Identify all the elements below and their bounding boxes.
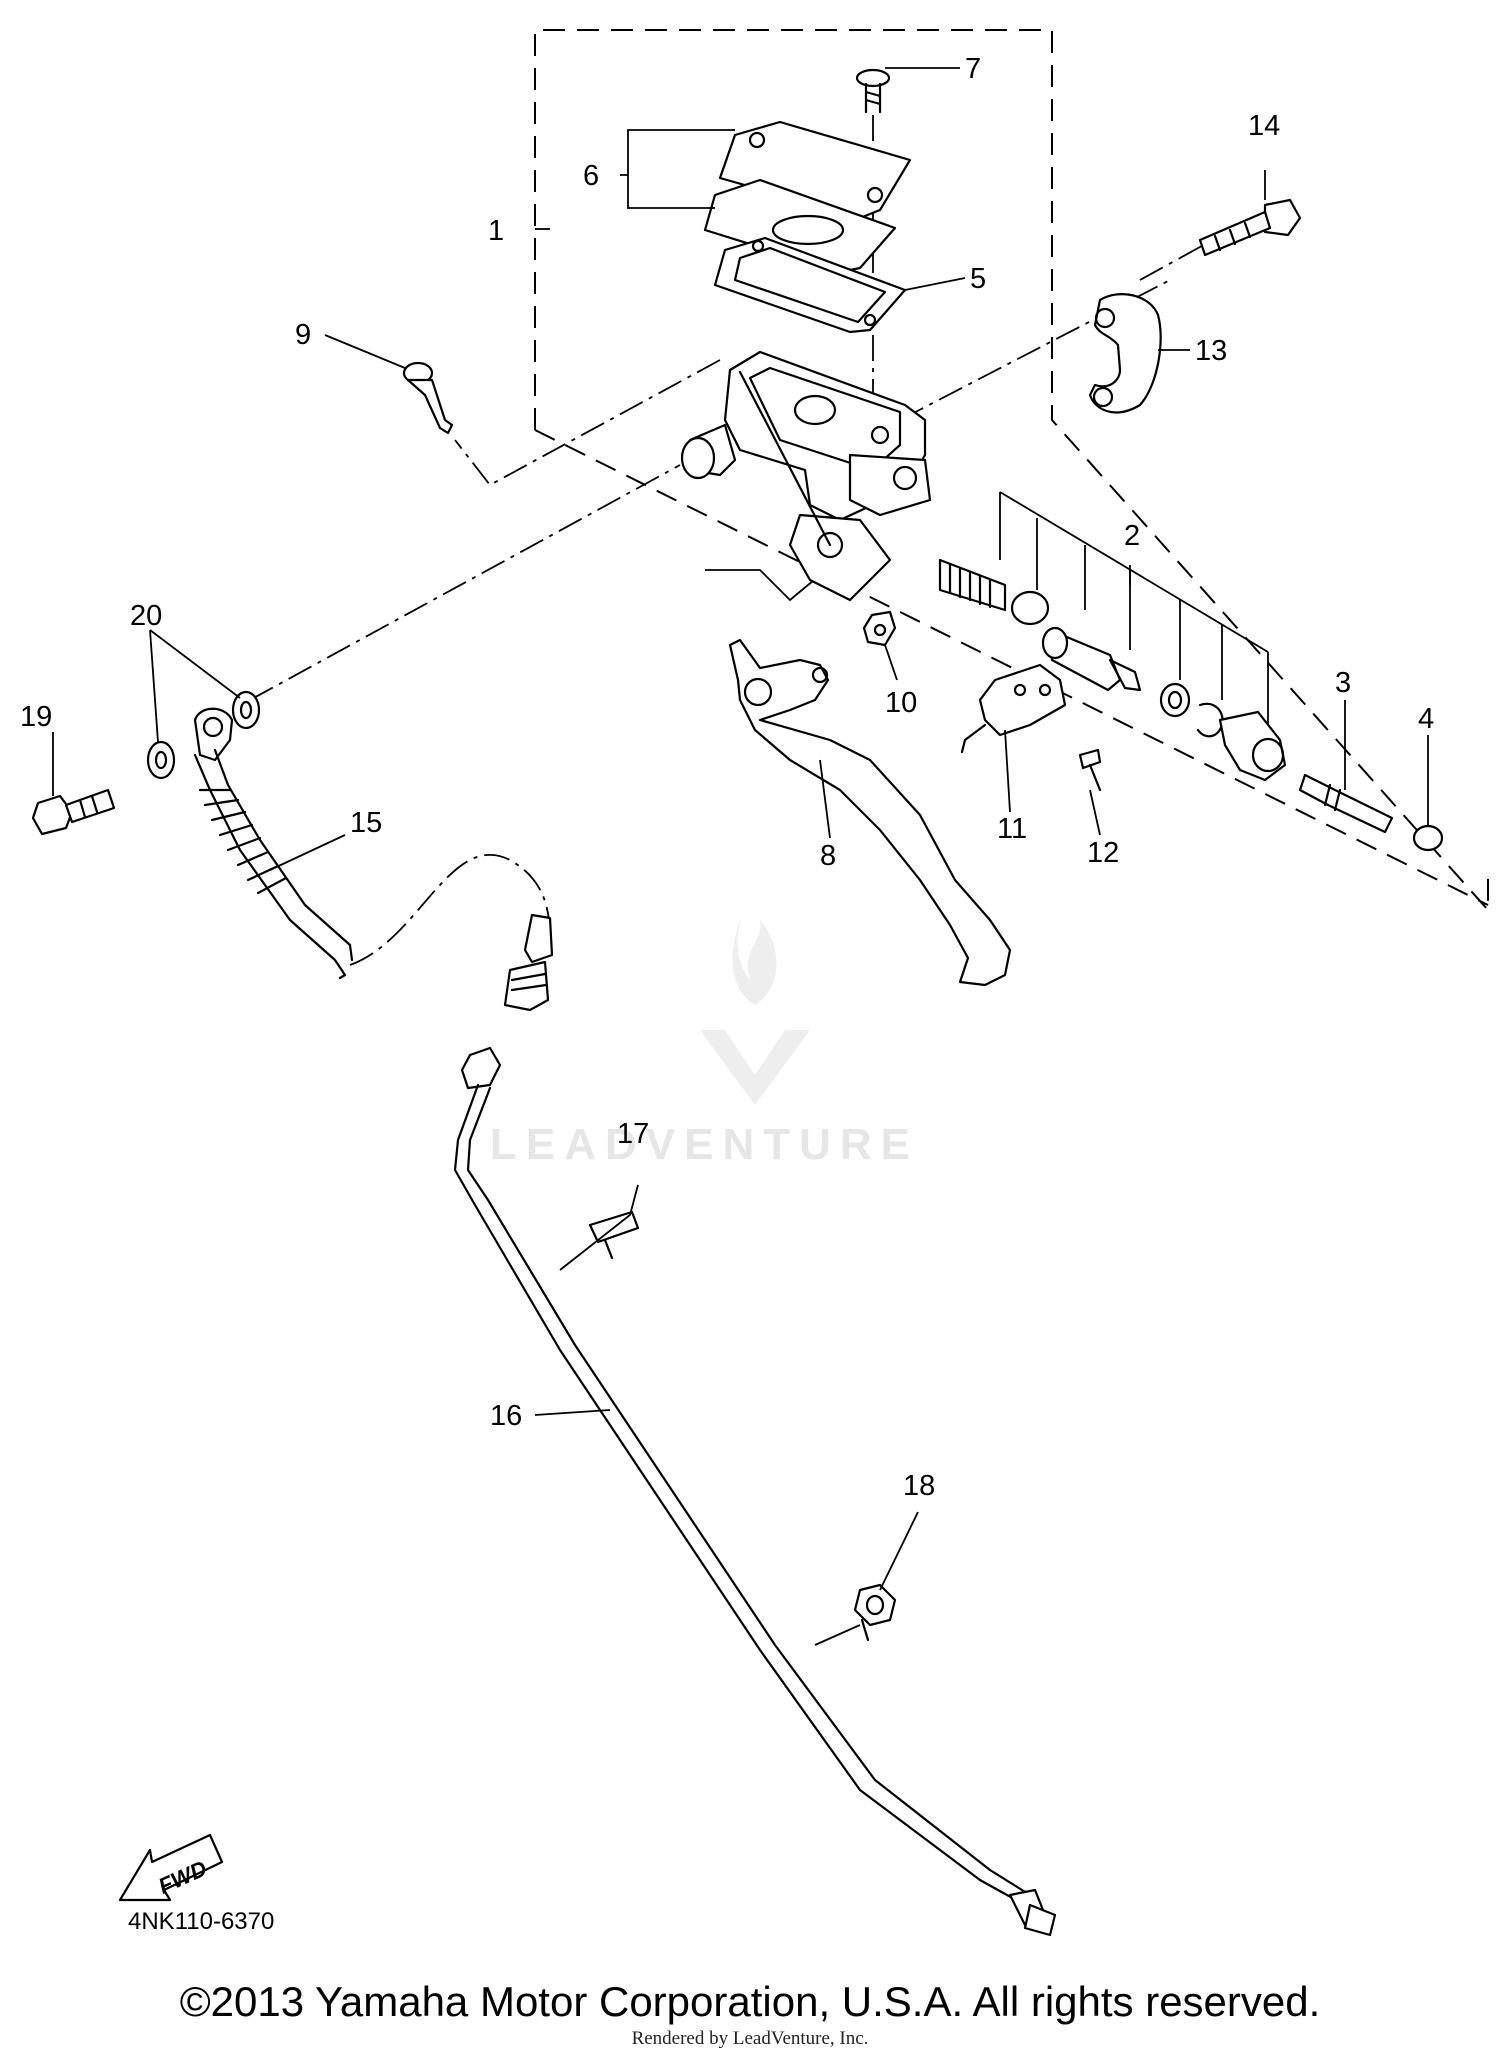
rendered-by-notice: Rendered by LeadVenture, Inc.	[631, 2028, 869, 2049]
callout-17: 17	[617, 1118, 649, 1150]
watermark-brand: LEADVENTURE	[490, 1120, 920, 1169]
callout-11: 11	[997, 813, 1027, 845]
callout-13: 13	[1195, 335, 1227, 367]
part-12-screw	[1078, 748, 1102, 792]
fwd-arrow-icon: FWD	[118, 1833, 224, 1902]
callout-4: 4	[1418, 703, 1434, 735]
callout-18: 18	[903, 1470, 935, 1502]
part-11-switch	[960, 663, 1067, 754]
copyright-notice: ©2013 Yamaha Motor Corporation, U.S.A. A…	[179, 1978, 1321, 2025]
chain-line-banjo	[454, 359, 721, 487]
hose-end-fitting	[460, 913, 554, 1090]
part-9-bleed-screw	[402, 361, 454, 435]
callout-9: 9	[295, 319, 311, 351]
callout-16: 16	[490, 1400, 522, 1432]
part-10-nut	[862, 610, 897, 647]
bracket-part-2	[999, 491, 1269, 760]
callout-3: 3	[1335, 667, 1351, 699]
part-16-pipe	[453, 1083, 1027, 1907]
part-6-reservoir-cap	[703, 120, 912, 274]
assembly-boundary	[534, 29, 1489, 913]
leadventure-logo	[700, 890, 810, 1105]
part-7-screw	[855, 68, 891, 114]
part-17-clamp	[588, 1210, 640, 1260]
callout-10: 10	[885, 687, 917, 719]
part-8-lever	[728, 638, 1012, 987]
part-2-piston-kit	[938, 558, 1287, 782]
callout-19: 19	[20, 701, 52, 733]
callout-20: 20	[130, 600, 162, 632]
part-16-pipe-outer	[466, 1086, 1032, 1897]
callout-14: 14	[1248, 110, 1280, 142]
callout-8: 8	[820, 840, 836, 872]
part-20-gaskets	[146, 690, 261, 780]
callout-15: 15	[350, 807, 382, 839]
callout-5: 5	[970, 263, 986, 295]
callout-12: 12	[1087, 837, 1119, 869]
part-18-clamp	[853, 1583, 897, 1642]
part-4-dust-boot	[1412, 824, 1444, 852]
chain-line-hose	[349, 853, 551, 966]
drawing-code: 4NK110-6370	[128, 1908, 275, 1935]
part-15-hose	[193, 707, 354, 980]
pipe-end-fitting	[1008, 1888, 1057, 1937]
part-14-bolt	[1198, 198, 1302, 257]
callout-6: 6	[583, 160, 599, 192]
part-3-push-rod	[1298, 773, 1394, 834]
part-19-union-bolt	[31, 788, 116, 836]
part-5-gasket	[713, 236, 907, 334]
callout-7: 7	[965, 53, 981, 85]
chain-line-main	[249, 464, 681, 701]
callout-1: 1	[488, 215, 504, 247]
part-13-holder	[1088, 293, 1162, 414]
callout-2: 2	[1124, 520, 1140, 552]
part-1-master-cylinder	[680, 350, 932, 602]
leader-lines	[52, 67, 1429, 1646]
